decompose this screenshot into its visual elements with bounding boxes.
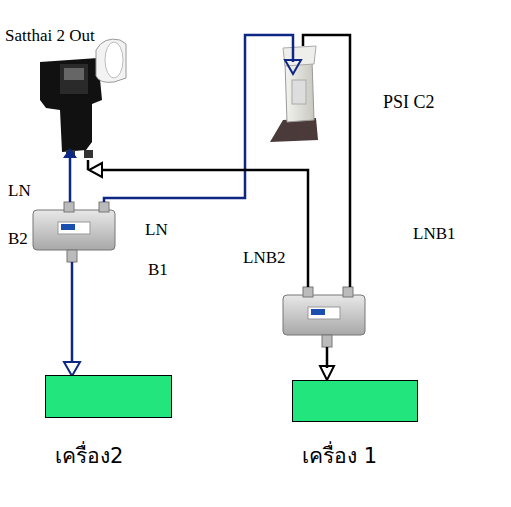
diseqc-switch [33,202,115,262]
satthai-lnb [40,39,126,158]
black-wire [88,35,350,380]
psi-c2-lnb [270,46,318,142]
receiver-panel [292,380,418,422]
receiver-panel [45,375,172,418]
lnb-name: PSI C2 [383,92,435,113]
port-label: B2 [8,229,28,249]
lnb-label: PSI C2 [383,92,435,113]
receiver-name: เครื่อง2 [55,444,172,468]
diseqc-switch [283,287,365,347]
lnb-label: Satthai 2 Out [5,26,95,46]
port-label: LNB2 [243,248,286,268]
port-label: LN [8,181,31,201]
port-label: LN [145,220,168,240]
port-label: B1 [148,260,168,280]
lnb-name: Satthai 2 Out [5,26,95,46]
port-label: LNB1 [413,224,456,244]
receiver-box: เครื่อง 1 [292,380,418,468]
receiver-box: เครื่อง2 [45,375,172,468]
receiver-name: เครื่อง 1 [302,444,418,468]
blue-wire [0,0,301,376]
